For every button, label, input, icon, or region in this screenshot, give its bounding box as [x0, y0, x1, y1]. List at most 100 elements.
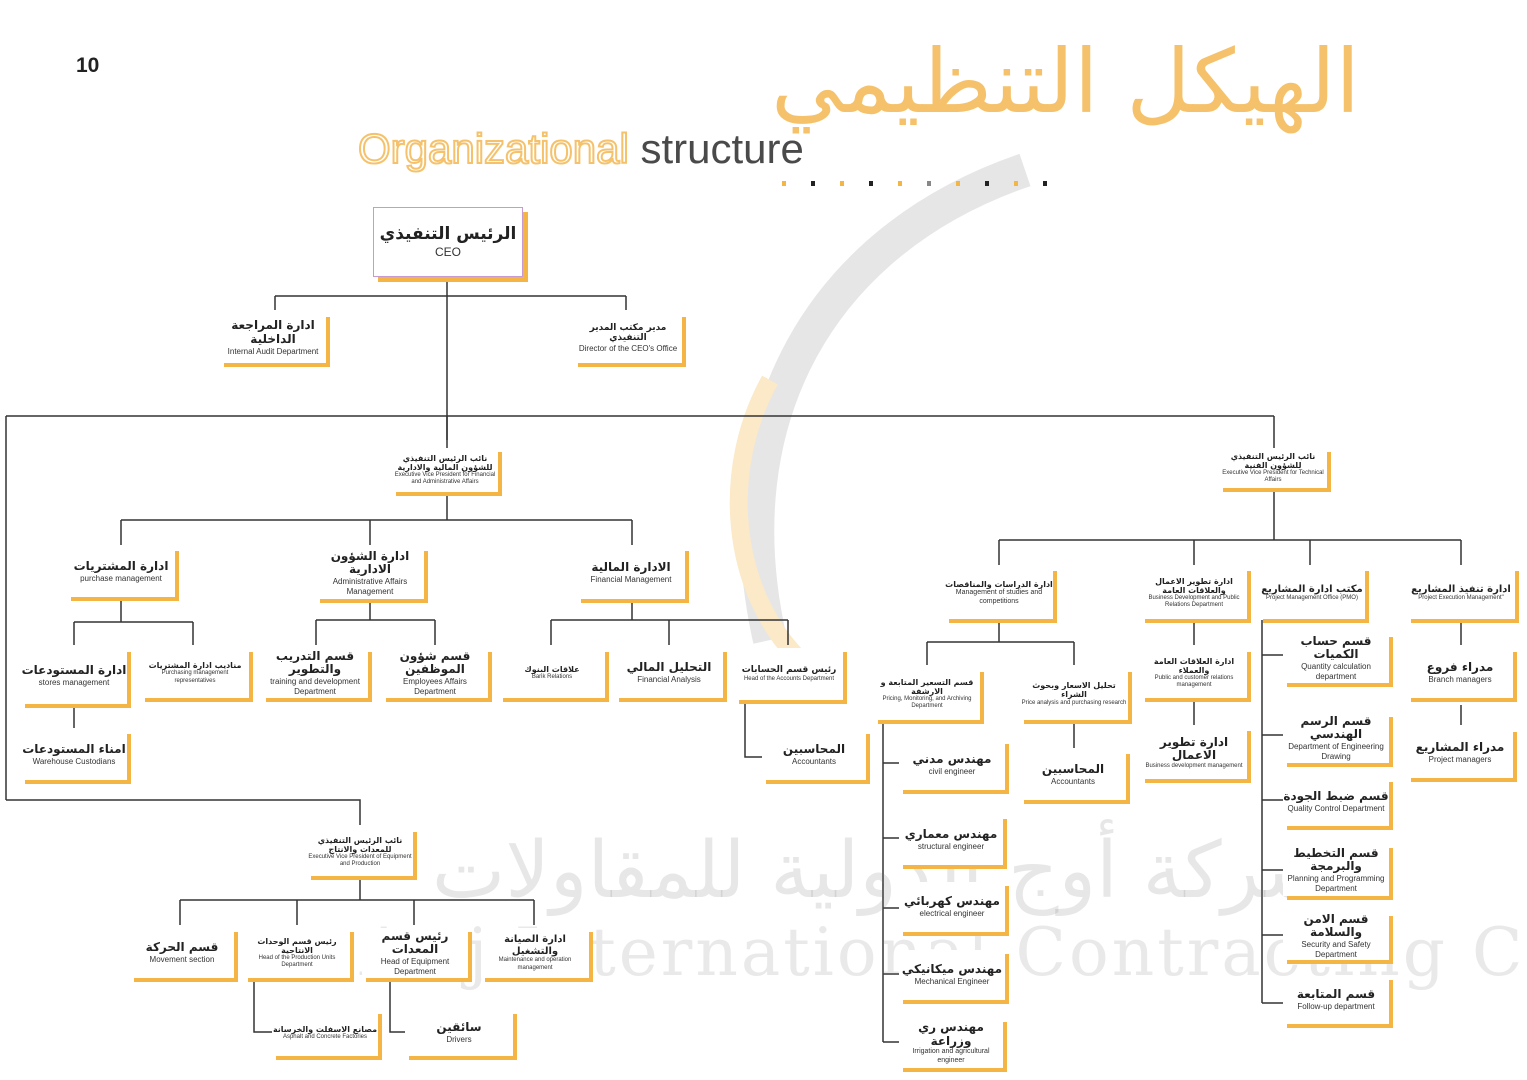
node-pmo-en: Project Management Office (PMO): [1266, 595, 1358, 602]
node-equipment-department-en: Head of Equipment Department: [380, 957, 450, 976]
node-employees-affairs-ar: قسم شؤون الموظفين: [399, 648, 471, 677]
node-follow-up-en: Follow-up department: [1297, 1002, 1375, 1012]
node-price-analysis-ar: تحليل الاسعار وبحوث الشراء: [1032, 681, 1116, 700]
node-warehouse-custodians-en: Warehouse Custodians: [32, 757, 116, 767]
page-title-english: Organizational structure: [357, 125, 804, 172]
node-drivers-ar: سائقين: [436, 1020, 482, 1035]
node-structural-engineer-ar: مهندس معماري: [904, 827, 998, 842]
node-irrigation-engineer-en: Irrigation and agricultural engineer: [912, 1048, 990, 1064]
node-price-analysis-en: Price analysis and purchasing research: [1021, 699, 1127, 706]
node-irrigation-engineer-ar: مهندس ري وزراعة: [918, 1019, 984, 1048]
node-admin-affairs-ar: ادارة الشؤون الادارية: [330, 548, 410, 577]
node-studies-management-en: Management of studies and competitions: [955, 589, 1043, 605]
node-accountants-2-en: Accountants: [1050, 777, 1096, 787]
node-evp-equipment-en: Executive Vice President of Equipment an…: [308, 854, 412, 868]
node-planning-programming-en: Planning and Programming Department: [1287, 874, 1385, 893]
node-production-units-ar: رئيس قسم الوحدات الانتاجية: [257, 936, 337, 955]
node-evp-equipment-ar: نائب الرئيس التنفيذي للمعدات والانتاج: [317, 835, 403, 854]
node-evp-financial-ar: نائب الرئيس التنفيذي للشؤون المالية والا…: [397, 453, 493, 472]
node-maintenance-operation-ar: ادارة الصيانة والتشغيل: [504, 934, 566, 957]
node-production-units-en: Head of the Production Units Department: [258, 955, 336, 969]
node-business-development-en: Business Development and Public Relation…: [1148, 595, 1240, 609]
node-training-department-en: training and development Department: [270, 677, 360, 696]
node-evp-technical-ar: نائب الرئيس التنفيذي للشؤون الفنية: [1230, 451, 1316, 470]
node-pricing-department-en: Pricing, Monitoring, and Archiving Depar…: [882, 696, 972, 710]
title-word-structure: structure: [640, 125, 804, 172]
node-asphalt-factories-ar: مصانع الاسفلت والخرسانة: [272, 1024, 378, 1034]
node-accountants-2-ar: المحاسبين: [1041, 762, 1105, 777]
node-electrical-engineer-ar: مهندس كهربائي: [904, 894, 1000, 909]
page-title-arabic: الهيكل التنظيمي: [771, 30, 1360, 133]
node-warehouse-custodians-ar: امناء المستودعات: [22, 742, 126, 757]
node-branch-managers-en: Branch managers: [1428, 675, 1492, 685]
node-asphalt-factories-en: Asphalt and Concrete Factories: [282, 1034, 368, 1040]
node-internal-audit-ar: ادارة المراجعة الداخلية: [231, 318, 315, 347]
node-evp-financial: نائب الرئيس التنفيذي للشؤون المالية والا…: [392, 448, 498, 492]
logo-arc-grey: [740, 153, 1031, 644]
node-civil-engineer-ar: مهندس مدني: [912, 752, 992, 767]
node-financial-management-ar: الادارة المالية: [591, 560, 671, 575]
node-purchase-management-ar: ادارة المشتريات: [73, 559, 169, 574]
node-stores-management-ar: ادارة المستودعات: [21, 663, 127, 678]
node-financial-management-en: Financial Management: [590, 575, 672, 585]
node-admin-affairs-en: Administrative Affairs Management: [332, 577, 408, 596]
node-mechanical-engineer-ar: مهندس ميكانيكي: [901, 962, 1003, 977]
node-drivers-en: Drivers: [446, 1035, 472, 1045]
node-public-relations-en: Public and customer relations management: [1154, 675, 1234, 689]
node-pricing-department-ar: قسم التسعير المتابعة و الارشفة: [880, 677, 974, 696]
node-head-accounts-en: Head of the Accounts Department: [743, 675, 835, 682]
node-planning-programming-ar: قسم التخطيط والبرمجة: [1293, 845, 1379, 874]
node-accountants-1-ar: المحاسبين: [782, 742, 846, 757]
node-project-execution-en: Project Execution Management": [1418, 595, 1504, 602]
node-mechanical-engineer-en: Mechanical Engineer: [914, 977, 990, 987]
node-bank-relations-en: Bank Relations: [531, 674, 573, 680]
node-evp-technical-en: Executive Vice President for Technical A…: [1222, 470, 1324, 484]
node-purchasing-reps-ar: مناديب ادارة المشتريات: [148, 661, 242, 671]
node-ceo-office-en: Director of the CEO's Office: [578, 343, 678, 353]
node-follow-up-ar: قسم المتابعة: [1296, 987, 1376, 1002]
node-ceo-en: CEO: [434, 244, 461, 259]
node-financial-analysis-en: Financial Analysis: [637, 675, 701, 685]
node-employees-affairs-en: Employees Affairs Department: [403, 677, 467, 696]
node-purchasing-reps-en: Purchasing management representatives: [161, 670, 229, 684]
node-engineering-drawing-ar: قسم الرسم الهندسي: [1300, 713, 1372, 742]
title-decoration-dots: [782, 181, 1047, 186]
node-public-relations-ar: ادارة العلاقات العامة والعملاء: [1153, 656, 1235, 675]
node-training-department-ar: قسم التدريب والتطوير: [275, 648, 355, 677]
node-movement-section-ar: قسم الحركة: [145, 940, 219, 955]
node-electrical-engineer-en: electrical engineer: [919, 909, 985, 919]
node-head-accounts-ar: رئيس قسم الحسابات: [741, 665, 837, 676]
node-maintenance-operation-en: Maintenance and operation management: [498, 957, 572, 971]
